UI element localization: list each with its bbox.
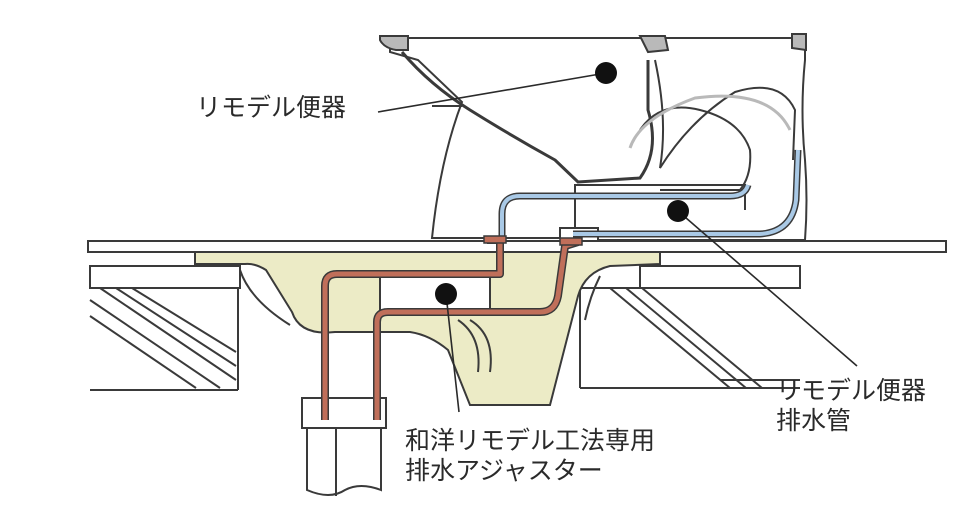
leader-line-drain-pipe [677,210,858,367]
toilet-drain-pipe [498,149,802,238]
marker-adjuster [435,283,457,305]
leader-line-adjuster [445,293,460,413]
leader-lines [377,72,858,413]
label-toilet-drain-pipe-line2: 排水管 [776,406,852,435]
right-floor-joists [579,265,801,389]
label-remodel-toilet: リモデル便器 [196,93,346,123]
label-drain-adjuster-line2: 排水アジャスター [405,456,603,485]
left-floor-joists [89,265,241,391]
label-drain-adjuster: 和洋リモデル工法専用 排水アジャスター [405,426,655,486]
leader-line-toilet [377,72,607,113]
markers [435,62,689,305]
floor-board [87,240,947,253]
label-remodel-toilet-text: リモデル便器 [196,93,347,122]
marker-drain-pipe [667,200,689,222]
label-toilet-drain-pipe: リモデル便器 排水管 [776,376,926,436]
soil-pipe [301,397,387,496]
marker-toilet [595,62,617,84]
drain-adjuster [321,236,580,420]
label-drain-adjuster-line1: 和洋リモデル工法専用 [405,426,656,455]
remodel-toilet [379,33,808,241]
adjuster-flanges [483,235,583,246]
label-toilet-drain-pipe-line1: リモデル便器 [776,376,927,405]
